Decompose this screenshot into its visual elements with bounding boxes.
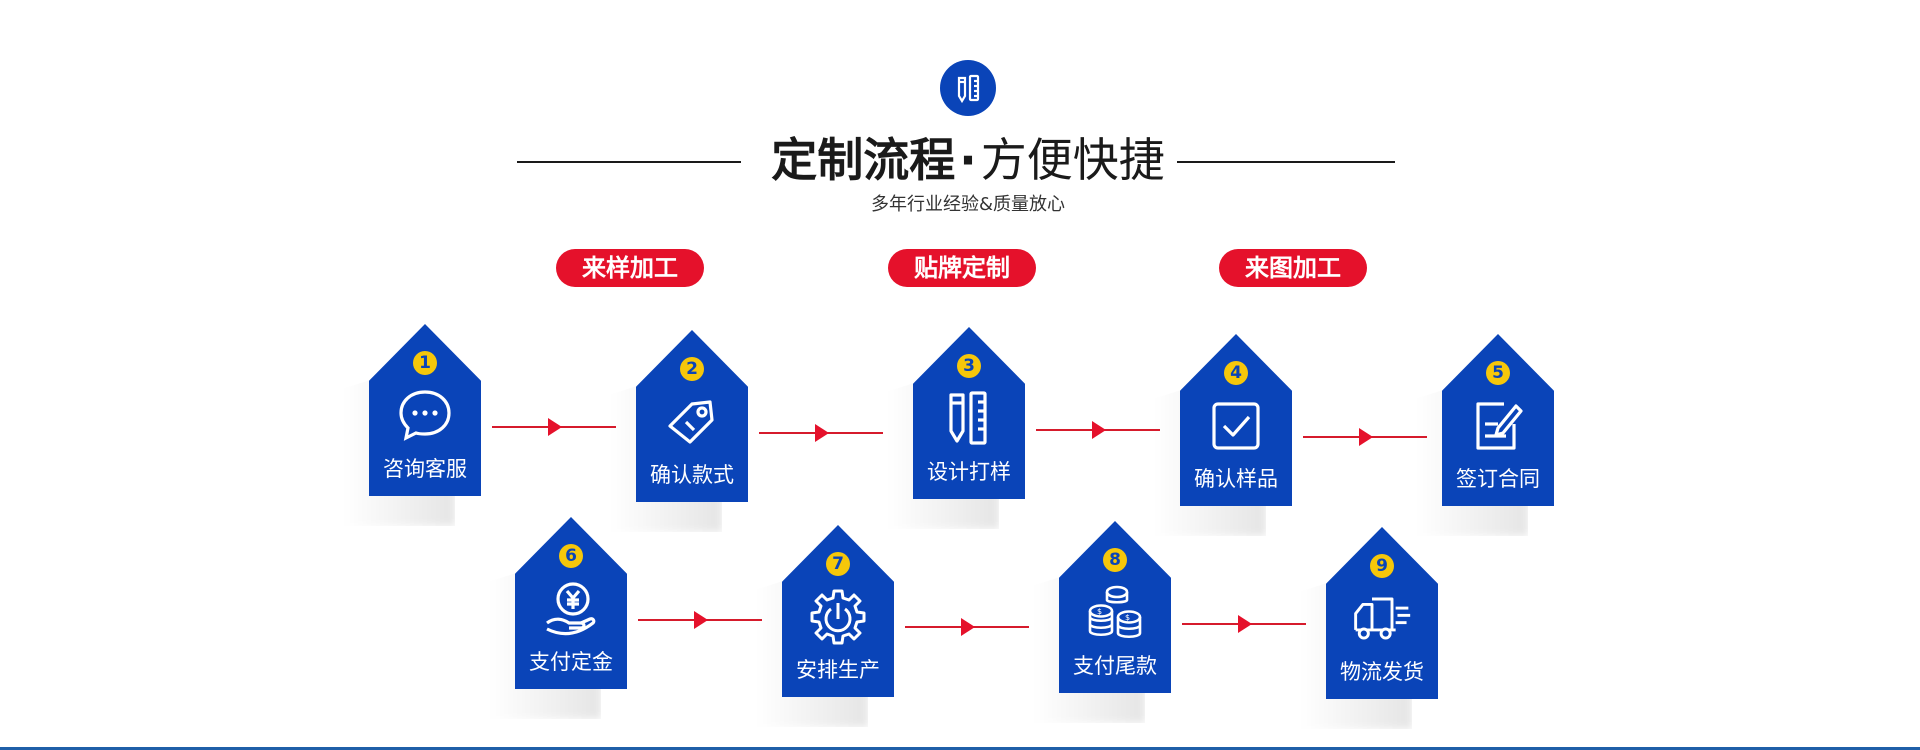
step-card-7: 7 安排生产: [756, 525, 894, 727]
tag-drawing-processing: 来图加工: [1219, 249, 1367, 287]
price-tag-icon: [662, 392, 722, 452]
tag-oem-custom: 贴牌定制: [888, 249, 1036, 287]
step-number: 8: [1103, 548, 1127, 572]
step-card-8: 8 $ $ 支付尾款: [1033, 521, 1171, 723]
step-card-9: 9 物流发货: [1300, 527, 1438, 729]
edit-document-icon: [1468, 396, 1528, 456]
step-card-1: 1 咨询客服: [343, 324, 481, 526]
step-number: 1: [413, 351, 437, 375]
flow-arrow: [759, 424, 883, 442]
step-card-3: 3 设计打样: [887, 327, 1025, 529]
page-title: 定制流程·方便快捷: [0, 130, 1920, 190]
title-dot: ·: [959, 133, 977, 187]
step-label: 确认样品: [1194, 467, 1278, 491]
title-divider-left: [517, 161, 741, 163]
flow-arrow: [905, 618, 1029, 636]
step-label: 支付尾款: [1073, 654, 1157, 678]
flow-arrow: [1182, 615, 1306, 633]
flow-arrow: [1303, 428, 1427, 446]
title-light: 方便快捷: [980, 133, 1165, 187]
step-card-5: 5 签订合同: [1416, 334, 1554, 536]
step-number: 2: [680, 357, 704, 381]
chat-bubble-icon: [395, 386, 455, 446]
delivery-truck-icon: [1352, 589, 1412, 649]
yen-hand-icon: [541, 579, 601, 639]
flow-arrow: [1036, 421, 1160, 439]
pencil-ruler-icon: [940, 60, 996, 116]
coin-stack-icon: $ $: [1085, 583, 1145, 643]
step-card-2: 2 确认款式: [610, 330, 748, 532]
title-bold: 定制流程: [771, 133, 956, 187]
step-number: 5: [1486, 361, 1510, 385]
step-number: 6: [559, 544, 583, 568]
step-label: 咨询客服: [383, 457, 467, 481]
step-card-4: 4 确认样品: [1154, 334, 1292, 536]
bottom-border: [0, 747, 1920, 750]
tag-sample-processing: 来样加工: [556, 249, 704, 287]
checkbox-icon: [1206, 396, 1266, 456]
step-label: 物流发货: [1340, 660, 1424, 684]
step-label: 支付定金: [529, 650, 613, 674]
step-card-6: 6 支付定金: [489, 517, 627, 719]
gear-power-icon: [808, 587, 868, 647]
step-number: 9: [1370, 554, 1394, 578]
step-label: 安排生产: [796, 658, 880, 682]
svg-text:$: $: [1097, 607, 1102, 616]
page-subtitle: 多年行业经验&质量放心: [870, 194, 1066, 215]
step-number: 7: [826, 552, 850, 576]
step-number: 4: [1224, 361, 1248, 385]
svg-text:$: $: [1125, 613, 1130, 622]
flow-arrow: [492, 418, 616, 436]
title-divider-right: [1177, 161, 1395, 163]
pencil-ruler-icon: [939, 389, 999, 449]
step-number: 3: [957, 354, 981, 378]
flow-arrow: [638, 611, 762, 629]
step-label: 签订合同: [1456, 467, 1540, 491]
step-label: 设计打样: [927, 460, 1011, 484]
step-label: 确认款式: [650, 463, 734, 487]
